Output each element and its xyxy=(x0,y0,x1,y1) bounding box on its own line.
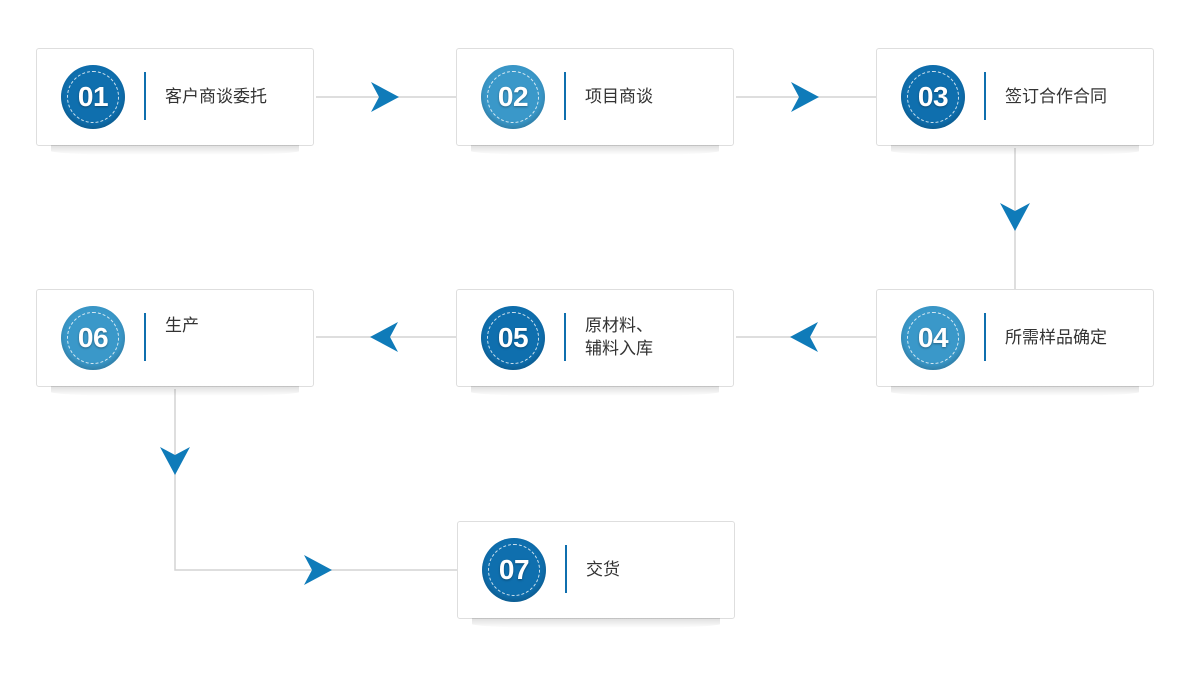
arrow-down-icon xyxy=(160,447,190,475)
step-number-badge: 03 xyxy=(901,65,965,129)
arrow-right-icon xyxy=(371,82,399,112)
step-label: 所需样品确定 xyxy=(1005,328,1107,348)
step-number: 04 xyxy=(917,322,949,353)
connector-06-07 xyxy=(174,389,458,571)
divider xyxy=(564,313,566,361)
step-label: 生产 xyxy=(165,316,199,336)
arrow-left-icon xyxy=(790,322,818,352)
divider xyxy=(144,72,146,120)
step-02-card: 02 项目商谈 xyxy=(456,48,734,155)
step-01-card: 01 客户商谈委托 xyxy=(36,48,314,155)
step-label-line-2: 辅料入库 xyxy=(585,339,653,359)
divider xyxy=(564,72,566,120)
step-label-line-1: 原材料、 xyxy=(585,316,653,336)
step-number: 06 xyxy=(77,322,109,353)
step-number-badge: 07 xyxy=(482,538,546,602)
step-number-badge: 05 xyxy=(481,306,545,370)
step-05-card: 05 原材料、 辅料入库 xyxy=(456,289,734,396)
step-06-card: 06 生产 xyxy=(36,289,314,396)
step-label: 客户商谈委托 xyxy=(165,87,267,107)
divider xyxy=(144,313,146,361)
step-number: 03 xyxy=(917,81,949,112)
divider xyxy=(984,72,986,120)
arrow-down-icon xyxy=(1000,203,1030,231)
divider xyxy=(565,545,567,593)
arrow-right-icon xyxy=(304,555,332,585)
step-number: 07 xyxy=(498,554,530,585)
step-03-card: 03 签订合作合同 xyxy=(876,48,1154,155)
step-number-badge: 02 xyxy=(481,65,545,129)
step-label: 项目商谈 xyxy=(585,87,653,107)
step-number: 05 xyxy=(497,322,529,353)
step-label: 原材料、 辅料入库 xyxy=(585,315,653,361)
step-07-card: 07 交货 xyxy=(457,521,735,628)
step-04-card: 04 所需样品确定 xyxy=(876,289,1154,396)
step-number-badge: 04 xyxy=(901,306,965,370)
step-number-badge: 01 xyxy=(61,65,125,129)
step-number-badge: 06 xyxy=(61,306,125,370)
arrow-right-icon xyxy=(791,82,819,112)
arrow-left-icon xyxy=(370,322,398,352)
divider xyxy=(984,313,986,361)
step-number: 01 xyxy=(77,81,109,112)
step-number: 02 xyxy=(497,81,529,112)
step-label: 签订合作合同 xyxy=(1005,87,1107,107)
step-label: 交货 xyxy=(586,560,620,580)
